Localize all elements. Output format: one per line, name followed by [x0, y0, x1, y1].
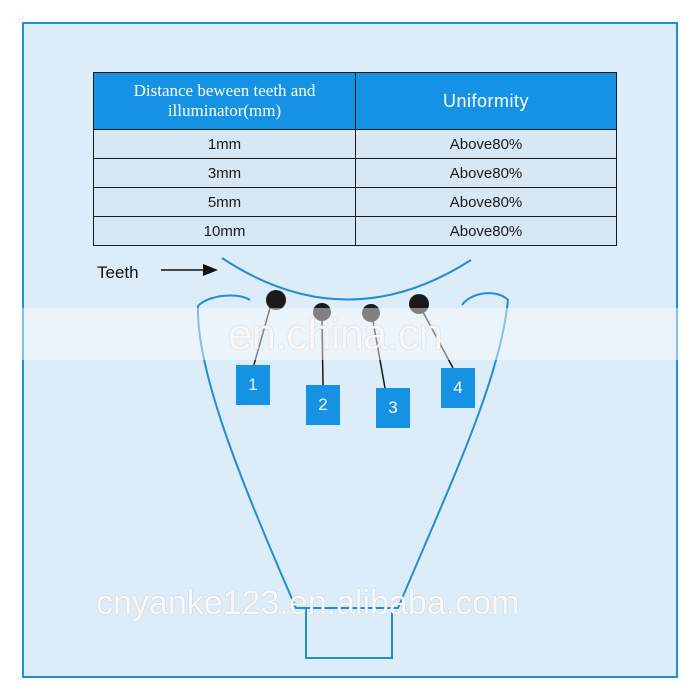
uniformity-cell: Above80%	[355, 187, 617, 217]
illuminator-base	[305, 607, 393, 659]
uniformity-cell: Above80%	[355, 129, 617, 159]
table-row: 3mm Above80%	[93, 158, 617, 188]
sensor-leader-line	[372, 320, 386, 389]
sensor-dot	[313, 303, 331, 321]
header-uniformity: Uniformity	[355, 72, 617, 130]
distance-cell: 10mm	[93, 216, 356, 246]
illuminator-outline	[196, 292, 510, 609]
table-row: 1mm Above80%	[93, 129, 617, 159]
uniformity-cell: Above80%	[355, 158, 617, 188]
uniformity-table: Distance beween teeth and illuminator(mm…	[93, 72, 617, 246]
sensor-label-3: 3	[376, 388, 410, 428]
watermark-text: cnyanke123.en.alibaba.com	[96, 584, 520, 622]
table-header-row: Distance beween teeth and illuminator(mm…	[93, 72, 617, 130]
distance-cell: 5mm	[93, 187, 356, 217]
distance-cell: 1mm	[93, 129, 356, 159]
sensor-leader-line	[252, 307, 271, 369]
arrow-head-icon	[203, 264, 218, 276]
distance-cell: 3mm	[93, 158, 356, 188]
sensor-label-2: 2	[306, 385, 340, 425]
teeth-label: Teeth	[97, 263, 139, 282]
sensor-leader-line	[321, 319, 324, 386]
uniformity-cell: Above80%	[355, 216, 617, 246]
table-row: 5mm Above80%	[93, 187, 617, 217]
sensor-label-1: 1	[236, 365, 270, 405]
sensor-label-4: 4	[441, 368, 475, 408]
header-distance: Distance beween teeth and illuminator(mm…	[93, 72, 356, 130]
watermark-band	[0, 308, 700, 360]
sensor-leader-line	[422, 311, 454, 369]
sensor-dot	[266, 290, 286, 310]
teeth-arc	[221, 257, 472, 301]
sensor-dot	[362, 304, 380, 322]
watermark-text: en.china.cn	[228, 310, 443, 359]
sensor-dot	[409, 294, 429, 314]
table-row: 10mm Above80%	[93, 216, 617, 246]
